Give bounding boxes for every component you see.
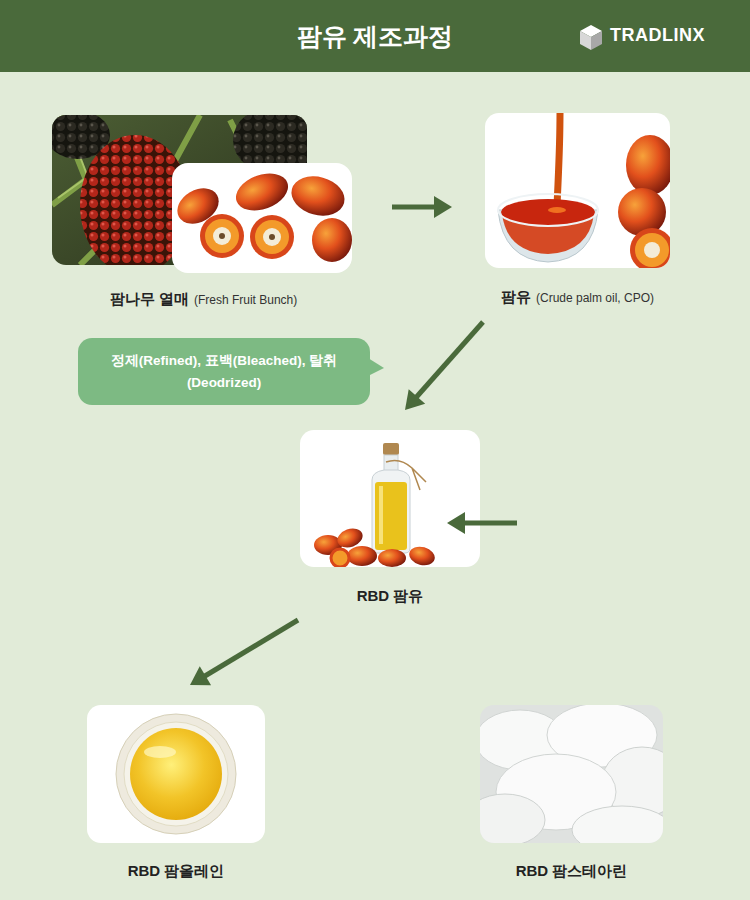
palm-fruit [407, 544, 437, 567]
logo-icon [580, 25, 602, 50]
olein-photo [116, 714, 236, 834]
arrow-line [463, 521, 517, 526]
photo-node: RBD 팜스테아린 [480, 703, 663, 883]
flow-arrow [392, 196, 452, 218]
palm-fruit [378, 549, 406, 567]
logo-face [580, 31, 591, 50]
flow-arrow [190, 620, 298, 685]
caption: RBD 팜유 [357, 586, 424, 606]
photo-node: 팜유 (Crude palm oil, CPO) [485, 110, 670, 310]
stearin-photo [480, 705, 663, 843]
twine [386, 460, 426, 490]
arrow-line [204, 620, 298, 677]
fat-chunk [572, 806, 663, 843]
cut-fruit [213, 227, 231, 245]
cut-fruit [630, 228, 670, 268]
yellow-oil [375, 482, 407, 550]
arrow-head [190, 666, 211, 685]
palm-fruit [618, 188, 666, 236]
rbd-photo-frame [300, 430, 480, 567]
cut-fruit [635, 233, 669, 267]
callout-text: 정제(Refined), 표백(Bleached), 탈취(Deodrized) [109, 350, 339, 393]
photo-node: 팜나무 열매 (Fresh Fruit Bunch) [52, 112, 355, 312]
arrow-line [416, 322, 483, 398]
cut-fruit [263, 228, 281, 246]
caption: RBD 팜스테아린 [516, 861, 628, 881]
photo-node: RBD 팜올레인 [87, 703, 265, 883]
caption-sub: (Fresh Fruit Bunch) [194, 293, 297, 307]
cut-fruit [205, 219, 239, 253]
caption-sub: (Crude palm oil, CPO) [536, 291, 654, 305]
cut-fruit [644, 242, 660, 258]
arrow-head [447, 512, 465, 534]
logo-face [591, 31, 602, 50]
header-band [0, 0, 750, 72]
bottle-cork [383, 443, 399, 455]
caption-main: 팜유 [501, 288, 531, 305]
bowl-rim [498, 194, 598, 226]
palm-fruit [626, 135, 670, 195]
arrow-head [434, 196, 452, 218]
callout-bubble: 정제(Refined), 표백(Bleached), 탈취(Deodrized) [78, 338, 370, 405]
cpo-photo [498, 113, 670, 268]
bottle-body [372, 470, 410, 553]
palm-fruit [312, 218, 352, 262]
yellow-oil [130, 728, 222, 820]
flow-arrow [447, 512, 517, 534]
oil-highlight [144, 746, 176, 758]
caption: RBD 팜올레인 [128, 861, 225, 881]
oil-splash [548, 207, 566, 213]
fat-chunk [480, 794, 545, 843]
caption: 팜나무 열매 (Fresh Fruit Bunch) [110, 289, 298, 310]
photo-node: RBD 팜유 [300, 428, 480, 608]
caption: 팜유 (Crude palm oil, CPO) [501, 287, 654, 308]
callout-tail [368, 358, 384, 376]
oil-stream [557, 113, 560, 207]
brand-logo-text: TRADLINX [610, 25, 705, 46]
cut-fruit [219, 233, 225, 239]
cut-fruit [269, 234, 275, 240]
arrow-line [392, 205, 436, 210]
glass-highlight [379, 486, 383, 544]
caption-main: RBD 팜스테아린 [516, 862, 628, 879]
olein-photo-frame [87, 705, 265, 843]
caption-main: RBD 팜올레인 [128, 862, 225, 879]
cut-fruit [200, 214, 244, 258]
cpo-photo-frame [485, 113, 670, 268]
fruit-photo [172, 167, 352, 262]
caption-main: 팜나무 열매 [110, 290, 189, 307]
caption-main: RBD 팜유 [357, 587, 424, 604]
palm-fruit [231, 167, 293, 217]
rbd-photo [314, 443, 437, 567]
glass-bowl [124, 722, 228, 826]
arrow-head [405, 389, 425, 410]
cut-fruit [250, 215, 294, 259]
cut-fruit [331, 549, 349, 567]
glass-bowl [116, 714, 236, 834]
palm-fruit [347, 546, 377, 566]
cut-fruit [255, 220, 289, 254]
flow-arrow [405, 322, 483, 410]
palm-fruit [287, 171, 349, 222]
